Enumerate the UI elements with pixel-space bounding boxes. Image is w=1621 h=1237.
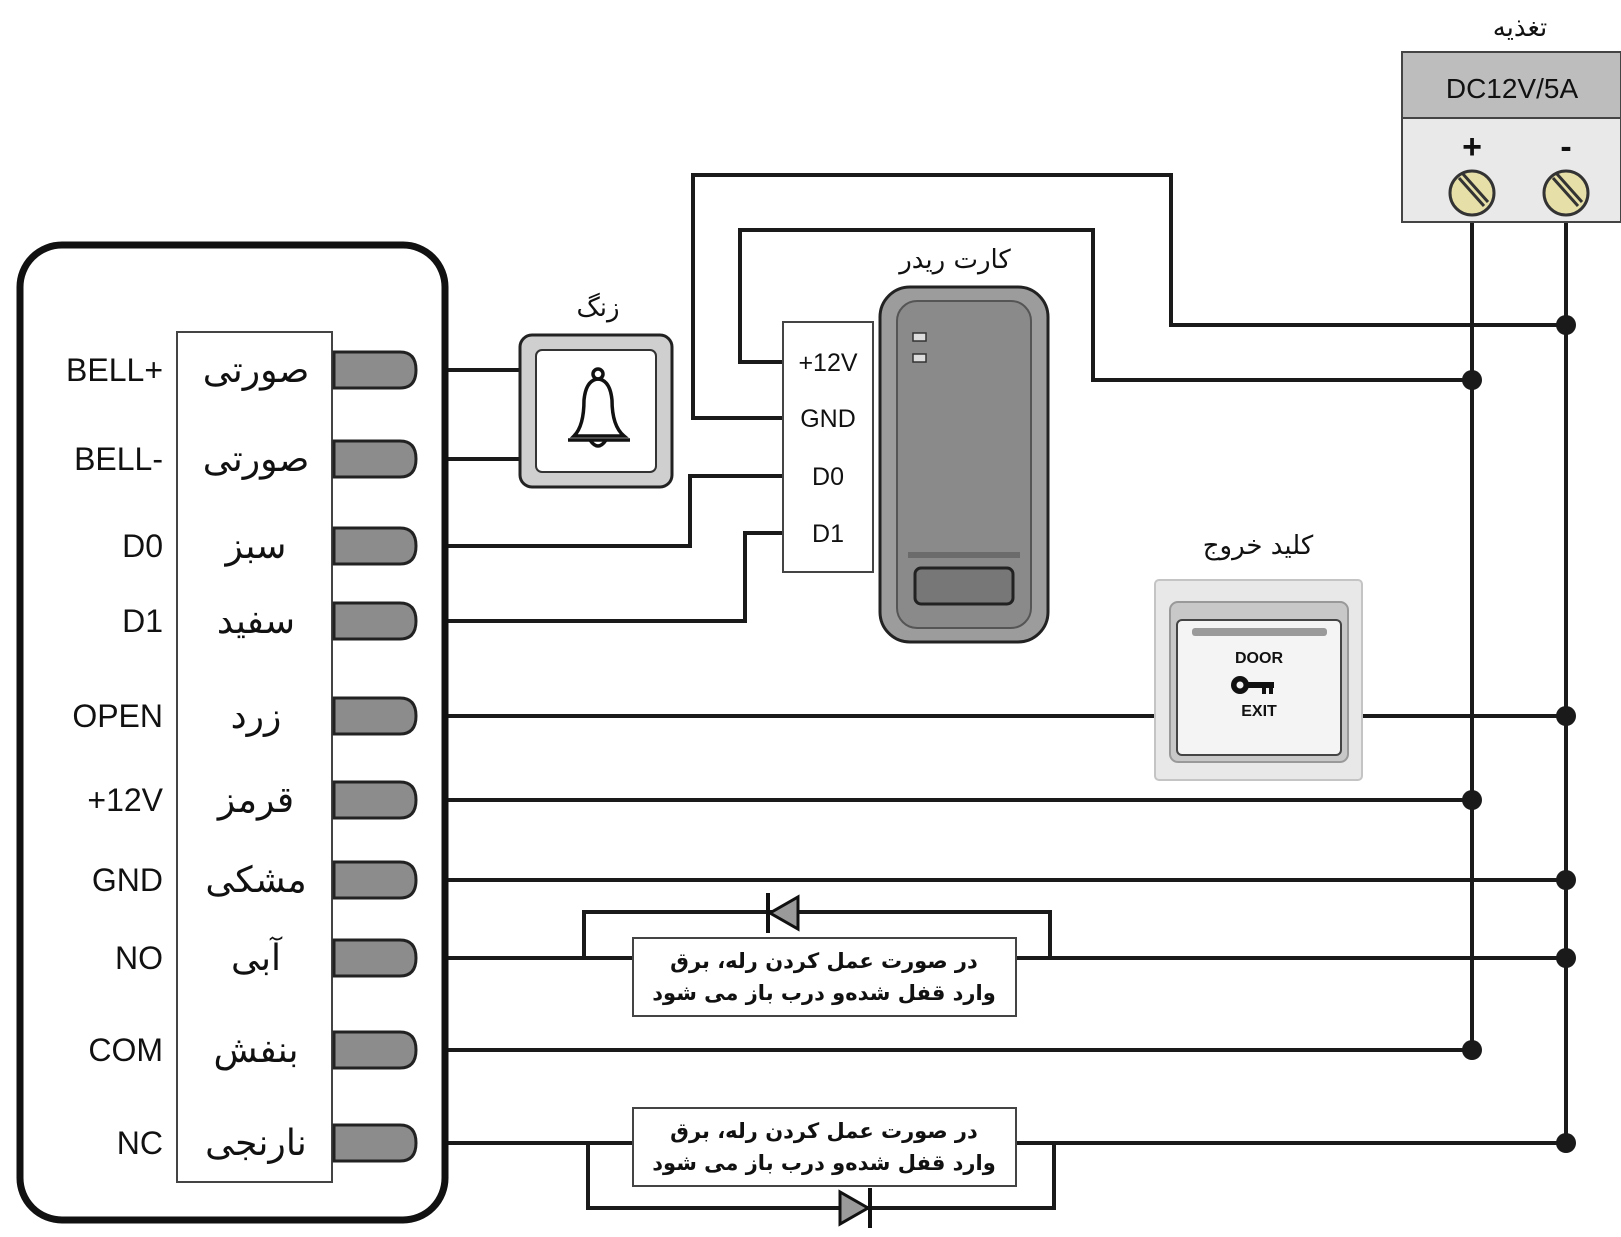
exit-top-strip	[1192, 628, 1327, 636]
reader-terminal-label: D1	[812, 520, 844, 548]
pin-row: COM بنفش	[88, 1030, 418, 1071]
pin-row: D0 سبز	[122, 526, 418, 567]
junction-dot	[1556, 870, 1576, 890]
pin-wire-color-label: آبی	[231, 935, 283, 979]
bell-title: زنگ	[576, 292, 619, 323]
pin-connector	[332, 696, 418, 736]
note-nc: در صورت عمل کردن رله، برق وارد قفل شده‌و…	[632, 1107, 1017, 1187]
pin-signal-label: D0	[122, 528, 163, 564]
pin-connector	[332, 780, 418, 820]
pin-connector	[332, 938, 418, 978]
plus-terminal-label: +	[1462, 128, 1482, 166]
pin-connector	[332, 1030, 418, 1070]
reader-led-icon	[912, 353, 927, 363]
reader-slot-line	[908, 552, 1020, 558]
pin-connector	[332, 601, 418, 641]
pin-connector	[332, 439, 418, 479]
note-nc-line1: در صورت عمل کردن رله، برق	[670, 1119, 978, 1143]
wire-reader-12v	[738, 228, 1472, 382]
plus-screw-icon	[1448, 169, 1496, 217]
junction-dot	[1556, 706, 1576, 726]
wire-reader-gnd	[691, 173, 1566, 420]
pin-signal-label: NO	[115, 940, 163, 976]
pin-row: GND مشکی	[92, 860, 418, 901]
note-no-line2: وارد قفل شده‌و درب باز می شود	[652, 981, 996, 1005]
wire-d0	[445, 474, 783, 548]
pin-wire-color-label: سفید	[217, 601, 295, 642]
note-nc-line2: وارد قفل شده‌و درب باز می شود	[652, 1151, 996, 1175]
diode-nc-icon	[838, 1188, 872, 1228]
pin-wire-color-label: مشکی	[205, 860, 306, 901]
pin-list: BELL+ صورتی BELL- صورتی D0 سبز D1 سفید OPEN زرد +1…	[66, 350, 418, 1164]
junction-dot	[1556, 948, 1576, 968]
reader-terminal-block	[782, 321, 874, 573]
pin-signal-label: BELL+	[66, 352, 163, 388]
wire-d1	[445, 531, 783, 623]
exit-button-title: کلید خروج	[1203, 531, 1314, 561]
power-supply: تغذیه DC12V/5A + -	[1401, 13, 1621, 223]
pin-wire-color-label: صورتی	[203, 439, 310, 480]
reader-card-slot	[913, 566, 1015, 606]
pin-row: BELL+ صورتی	[66, 350, 418, 391]
power-supply-header	[1401, 51, 1621, 119]
exit-button: کلید خروج DOOR EXIT	[1154, 531, 1363, 781]
reader-terminal-label: D0	[812, 463, 844, 491]
junction-dots	[1462, 315, 1576, 1153]
pin-wire-color-label: قرمز	[216, 780, 294, 821]
card-reader-title: کارت ریدر	[897, 245, 1011, 275]
pin-row: NC نارنجی	[117, 1123, 418, 1164]
junction-dot	[1462, 370, 1482, 390]
exit-exit-text: EXIT	[1241, 703, 1277, 720]
controller: BELL+ صورتی BELL- صورتی D0 سبز D1 سفید OPEN زرد +1…	[16, 241, 449, 1224]
key-icon	[1231, 676, 1274, 694]
wire-nc-diode-loop	[586, 1143, 1056, 1210]
pin-signal-label: +12V	[87, 782, 163, 818]
pin-connector	[332, 1123, 418, 1163]
reader-face	[896, 300, 1032, 629]
pin-wire-color-label: بنفش	[214, 1030, 299, 1071]
reader-terminal-label: GND	[800, 405, 856, 433]
pin-signal-label: NC	[117, 1125, 163, 1161]
pin-connector	[332, 860, 418, 900]
junction-dot	[1556, 1133, 1576, 1153]
pin-wire-color-label: سبز	[224, 526, 287, 567]
pin-connector	[332, 350, 418, 390]
reader-terminal-label: +12V	[798, 349, 857, 377]
junction-dot	[1462, 1040, 1482, 1060]
power-supply-title: تغذیه	[1493, 13, 1548, 43]
pin-signal-label: BELL-	[74, 441, 163, 477]
pin-row: OPEN زرد	[72, 696, 418, 737]
color-label-strip	[176, 331, 333, 1183]
pin-connector	[332, 526, 418, 566]
note-no: در صورت عمل کردن رله، برق وارد قفل شده‌و…	[632, 937, 1017, 1017]
reader-led-icon	[912, 332, 927, 342]
pin-wire-color-label: صورتی	[203, 350, 310, 391]
pin-signal-label: OPEN	[72, 698, 163, 734]
bell-icon	[568, 367, 630, 448]
pin-signal-label: D1	[122, 603, 163, 639]
pin-wire-color-label: نارنجی	[205, 1123, 307, 1164]
pin-row: BELL- صورتی	[74, 439, 418, 480]
note-no-box	[632, 937, 1017, 1017]
junction-dot	[1556, 315, 1576, 335]
bell: زنگ	[518, 292, 674, 489]
minus-terminal-label: -	[1560, 128, 1571, 166]
exit-door-text: DOOR	[1235, 650, 1283, 667]
minus-screw-icon	[1542, 169, 1590, 217]
note-nc-box	[632, 1107, 1017, 1187]
note-no-line1: در صورت عمل کردن رله، برق	[670, 949, 978, 973]
power-supply-rating: DC12V/5A	[1446, 73, 1579, 104]
pin-signal-label: COM	[88, 1032, 163, 1068]
junction-dot	[1462, 790, 1482, 810]
diode-no-icon	[766, 893, 800, 933]
pin-signal-label: GND	[92, 862, 163, 898]
pin-row: +12V قرمز	[87, 780, 418, 821]
wire-no-diode-loop	[582, 910, 1052, 958]
pin-wire-color-label: زرد	[231, 696, 282, 737]
pin-row: D1 سفید	[122, 601, 418, 642]
pin-row: NO آبی	[115, 935, 418, 979]
